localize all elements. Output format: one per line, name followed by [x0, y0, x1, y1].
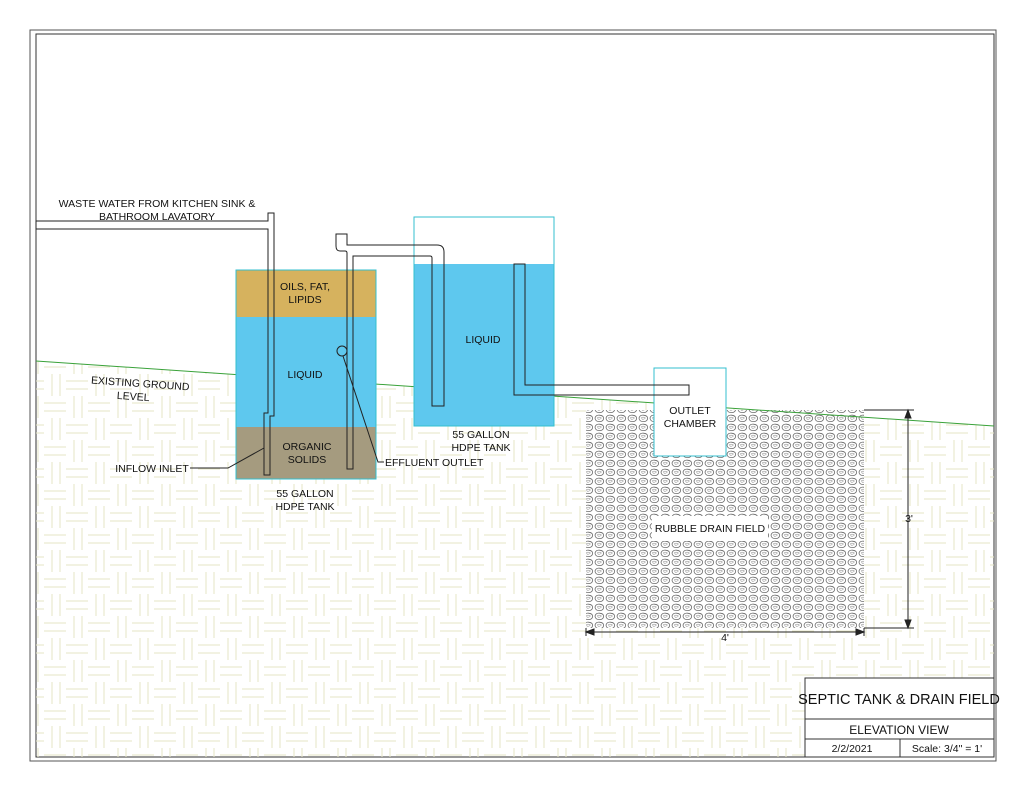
title-block-date: 2/2/2021	[832, 743, 873, 755]
tank1-outline	[235, 269, 377, 480]
outlet-pipe	[513, 263, 690, 396]
waste-water-label-line2: BATHROOM LAVATORY	[99, 211, 215, 223]
tank2-caption-line1: 55 GALLON	[452, 429, 509, 441]
effluent-outlet-opening	[336, 345, 348, 357]
tank2-outline	[413, 216, 555, 427]
waste-water-label-line1: WASTE WATER FROM KITCHEN SINK &	[59, 198, 256, 210]
effluent-outlet-leader	[342, 355, 384, 463]
tank1-liquid-label: LIQUID	[287, 369, 322, 381]
rubble-drain-field-label: RUBBLE DRAIN FIELD	[655, 523, 766, 535]
oils-label-line2: LIPIDS	[288, 294, 321, 306]
height-dimension-label: 3'	[905, 513, 913, 525]
organic-label-line1: ORGANIC	[282, 441, 331, 453]
organic-solids-layer	[236, 427, 376, 479]
tank1-caption-line2: HDPE TANK	[275, 501, 334, 513]
outlet-chamber-label-line1: OUTLET	[669, 405, 711, 417]
height-dimension	[864, 408, 914, 630]
tank2-liquid-label: LIQUID	[465, 334, 500, 346]
outlet-chamber-label-line2: CHAMBER	[664, 418, 717, 430]
transfer-pipe	[335, 233, 445, 470]
tank1-caption-line1: 55 GALLON	[276, 488, 333, 500]
existing-ground-label-line2: LEVEL	[116, 390, 150, 404]
title-block-view: ELEVATION VIEW	[849, 723, 949, 737]
title-block	[804, 677, 995, 758]
oils-label-line1: OILS, FAT,	[280, 281, 330, 293]
inflow-pipe	[35, 212, 275, 476]
drain-field-label-box	[652, 516, 768, 541]
organic-label-line2: SOLIDS	[288, 454, 327, 466]
width-dimension-label: 4'	[721, 632, 729, 644]
title-block-title: SEPTIC TANK & DRAIN FIELD	[798, 692, 1000, 708]
effluent-outlet-label: EFFLUENT OUTLET	[385, 457, 484, 469]
title-block-scale: Scale: 3/4" = 1'	[912, 743, 982, 755]
outlet-chamber	[653, 367, 727, 457]
outer-border	[29, 29, 997, 762]
inflow-inlet-label: INFLOW INLET	[115, 463, 189, 475]
inflow-inlet-leader	[190, 447, 265, 469]
tank2-liquid-layer	[414, 264, 554, 426]
width-dimension	[584, 628, 866, 636]
tank2-caption-line2: HDPE TANK	[451, 442, 510, 454]
